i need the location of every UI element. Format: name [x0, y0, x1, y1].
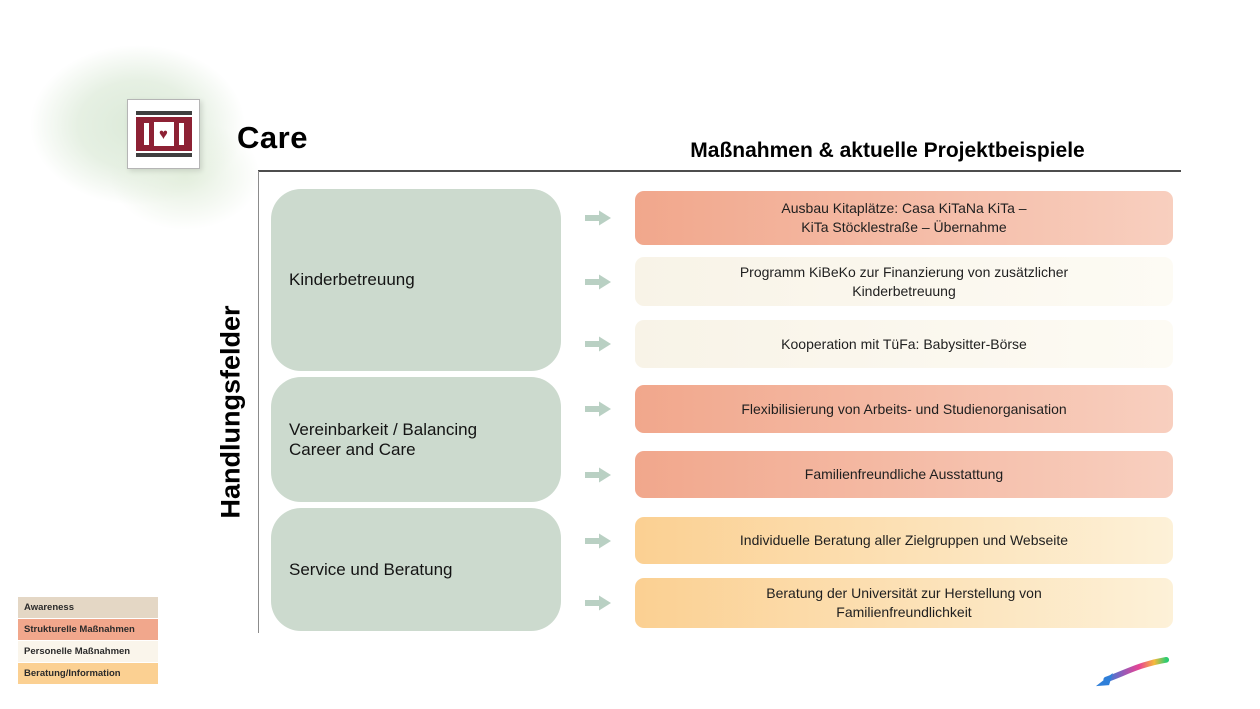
logo-bar-icon: [178, 123, 184, 145]
measure-box: Individuelle Beratung aller Zielgruppen …: [635, 517, 1173, 564]
field-label: Service und Beratung: [289, 559, 453, 579]
logo-bar-icon: [143, 123, 149, 145]
measure-row: Flexibilisierung von Arbeits- und Studie…: [584, 385, 1173, 433]
measure-row: Familienfreundliche Ausstattung: [584, 451, 1173, 498]
page-title: Care: [237, 120, 308, 155]
arrow-right-icon: [585, 595, 611, 611]
measure-row: Beratung der Universität zur Herstellung…: [584, 578, 1173, 628]
header-divider: [258, 170, 1181, 172]
arrow-right-icon: [585, 467, 611, 482]
logo-bottom-line: [135, 153, 192, 157]
legend-label: Awareness: [24, 602, 74, 613]
measure-box: Flexibilisierung von Arbeits- und Studie…: [635, 385, 1173, 433]
field-service-beratung: Service und Beratung: [271, 508, 561, 631]
logo-core: ♥: [135, 117, 192, 151]
arrow-right-icon: [585, 274, 611, 289]
measure-box: Programm KiBeKo zur Finanzierung von zus…: [635, 257, 1173, 306]
family-care-logo: ♥: [127, 99, 200, 169]
legend-label: Strukturelle Maßnahmen: [24, 624, 135, 635]
measure-box: Ausbau Kitaplätze: Casa KiTaNa KiTa – Ki…: [635, 191, 1173, 245]
field-label: Vereinbarkeit / Balancing Career and Car…: [289, 419, 478, 459]
logo-emblem: ♥: [135, 109, 192, 159]
field-label: Kinderbetreuung: [289, 270, 415, 289]
logo-top-line: [135, 111, 192, 115]
arrow-right-icon: [585, 533, 611, 548]
arrow-right-icon: [585, 210, 611, 226]
heart-icon: ♥: [153, 122, 174, 146]
legend-label: Personelle Maßnahmen: [24, 646, 131, 657]
left-divider: [258, 171, 259, 633]
handlungsfelder-label: Handlungsfelder: [215, 305, 246, 519]
legend-item-strukturelle-massnahmen: Strukturelle Maßnahmen: [18, 619, 158, 640]
legend-item-personelle-massnahmen: Personelle Maßnahmen: [18, 641, 158, 662]
measure-box: Familienfreundliche Ausstattung: [635, 451, 1173, 498]
measure-row: Kooperation mit TüFa: Babysitter-Börse: [584, 320, 1173, 368]
measure-row: Programm KiBeKo zur Finanzierung von zus…: [584, 257, 1173, 306]
measure-box: Kooperation mit TüFa: Babysitter-Börse: [635, 320, 1173, 368]
rainbow-arrow-swoosh: [1095, 657, 1170, 687]
field-vereinbarkeit: Vereinbarkeit / Balancing Career and Car…: [271, 377, 561, 502]
legend-item-awareness: Awareness: [18, 597, 158, 618]
legend-label: Beratung/Information: [24, 668, 121, 679]
measure-row: Individuelle Beratung aller Zielgruppen …: [584, 517, 1173, 564]
measure-row: Ausbau Kitaplätze: Casa KiTaNa KiTa – Ki…: [584, 191, 1173, 245]
measures-title: Maßnahmen & aktuelle Projektbeispiele: [690, 139, 1085, 162]
field-kinderbetreuung: Kinderbetreuung: [271, 189, 561, 371]
legend-item-beratung-information: Beratung/Information: [18, 663, 158, 684]
measure-box: Beratung der Universität zur Herstellung…: [635, 578, 1173, 628]
arrow-right-icon: [585, 401, 611, 417]
arrow-right-icon: [585, 336, 611, 352]
legend: Awareness Strukturelle Maßnahmen Persone…: [18, 597, 158, 685]
